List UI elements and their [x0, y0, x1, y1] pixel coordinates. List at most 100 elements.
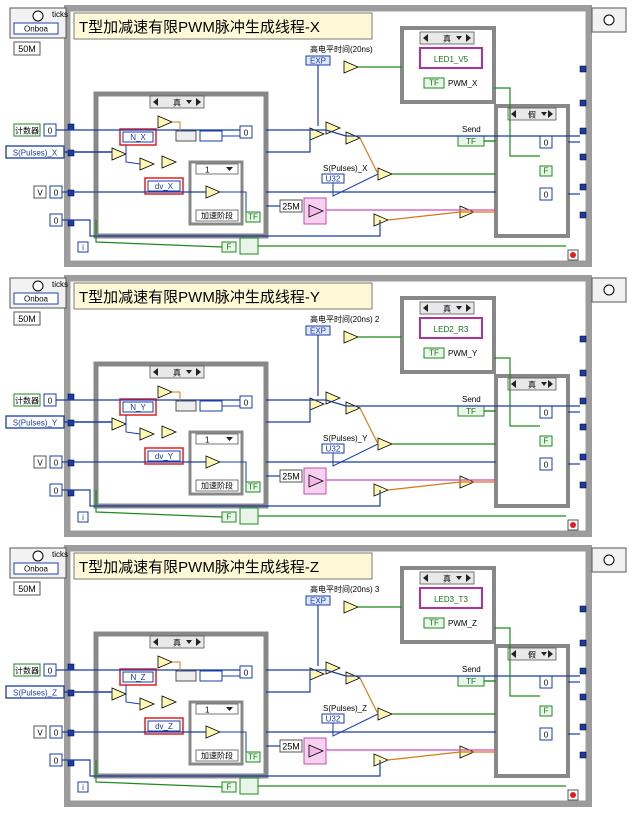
- case-prev-icon[interactable]: [423, 34, 428, 42]
- chevron-down-icon[interactable]: [541, 652, 547, 656]
- case-next-icon[interactable]: [548, 110, 553, 118]
- wire: [220, 731, 247, 752]
- onboard-label: Onboa: [24, 295, 49, 304]
- case-next-icon[interactable]: [196, 368, 201, 376]
- case-next-icon[interactable]: [466, 304, 471, 312]
- case-prev-icon[interactable]: [423, 574, 428, 582]
- u32-label: U32: [326, 175, 341, 184]
- timed-loop-frame: [64, 275, 592, 537]
- onboard-label: Onboa: [24, 565, 49, 574]
- case-prev-icon[interactable]: [153, 368, 158, 376]
- case-selector[interactable]: [149, 635, 205, 649]
- zero-constant[interactable]: [239, 125, 253, 139]
- v-label-box[interactable]: [33, 455, 47, 469]
- accel-label: 加速阶段: [201, 211, 233, 221]
- u32-label: U32: [326, 715, 341, 724]
- zero-constant[interactable]: [239, 395, 253, 409]
- case-selector[interactable]: [149, 95, 205, 109]
- case-next-icon[interactable]: [466, 34, 471, 42]
- increment-node: [111, 417, 128, 431]
- clock-rate-constant[interactable]: [13, 41, 41, 56]
- case-next-icon[interactable]: [196, 638, 201, 646]
- case-selector[interactable]: [419, 571, 475, 585]
- title-banner: [73, 552, 373, 580]
- chevron-down-icon[interactable]: [541, 112, 547, 116]
- case-label: 假: [528, 651, 536, 660]
- accel-label-box: [195, 749, 239, 762]
- wire: [494, 87, 540, 157]
- tunnel: [579, 183, 587, 191]
- f-constant-label: F: [227, 243, 232, 252]
- pwm-label: PWM_X: [448, 79, 478, 88]
- tunnel: [67, 123, 75, 131]
- case-prev-icon[interactable]: [153, 638, 158, 646]
- led-case-frame: [400, 296, 496, 374]
- case-prev-icon[interactable]: [511, 380, 516, 388]
- inner-case-selector[interactable]: [195, 433, 239, 445]
- counter-control[interactable]: [13, 393, 41, 407]
- case-selector[interactable]: [507, 647, 557, 661]
- case-selector[interactable]: [507, 107, 557, 121]
- clock-rate-constant[interactable]: [13, 311, 41, 326]
- tunnel: [67, 189, 75, 197]
- n-local[interactable]: [122, 131, 154, 143]
- v-label-box[interactable]: [33, 185, 47, 199]
- case-selector[interactable]: [507, 377, 557, 391]
- n-local[interactable]: [122, 671, 154, 683]
- case-next-icon[interactable]: [196, 98, 201, 106]
- iteration-label: i: [82, 243, 84, 252]
- chevron-down-icon[interactable]: [186, 370, 192, 374]
- select-node: [345, 671, 362, 685]
- case-label: 真: [173, 98, 181, 108]
- send-tf-label: TF: [466, 137, 476, 146]
- case-label: 真: [443, 304, 451, 314]
- zero-constant[interactable]: [239, 665, 253, 679]
- chevron-down-icon[interactable]: [226, 707, 233, 711]
- counter-control[interactable]: [13, 663, 41, 677]
- dv-highlight: [144, 447, 184, 465]
- chevron-down-icon[interactable]: [226, 167, 233, 171]
- right-bool-label: F: [544, 167, 549, 176]
- counter-label: 计数器: [15, 126, 39, 136]
- tunnel: [67, 759, 75, 767]
- case-next-icon[interactable]: [466, 574, 471, 582]
- chevron-down-icon[interactable]: [456, 576, 462, 580]
- inner-case-selector[interactable]: [195, 163, 239, 175]
- wire: [359, 407, 379, 445]
- inner-case-selector[interactable]: [195, 703, 239, 715]
- case-next-icon[interactable]: [548, 650, 553, 658]
- case-selector[interactable]: [419, 301, 475, 315]
- chevron-down-icon[interactable]: [456, 306, 462, 310]
- chevron-down-icon[interactable]: [186, 640, 192, 644]
- pwm-tf-node: [423, 617, 445, 629]
- counter-control[interactable]: [13, 123, 41, 137]
- right-case-frame: [494, 104, 570, 238]
- n-label: N_Y: [130, 403, 146, 412]
- case-prev-icon[interactable]: [511, 650, 516, 658]
- tunnel: [67, 459, 75, 467]
- case-prev-icon[interactable]: [153, 98, 158, 106]
- compare-node: [161, 425, 178, 439]
- wire: [266, 672, 311, 693]
- tf-constant: [245, 751, 261, 763]
- case-prev-icon[interactable]: [511, 110, 516, 118]
- array-indicator: [199, 670, 223, 682]
- case-prev-icon[interactable]: [423, 304, 428, 312]
- case-next-icon[interactable]: [548, 380, 553, 388]
- chevron-down-icon[interactable]: [541, 382, 547, 386]
- feedback-node: [239, 237, 259, 255]
- right-zero-constant[interactable]: [539, 727, 553, 741]
- right-zero-constant[interactable]: [539, 457, 553, 471]
- n-local[interactable]: [122, 401, 154, 413]
- right-zero-constant[interactable]: [539, 187, 553, 201]
- case-selector[interactable]: [419, 31, 475, 45]
- chevron-down-icon[interactable]: [456, 36, 462, 40]
- send-label: Send: [462, 395, 481, 404]
- v-label-box[interactable]: [33, 725, 47, 739]
- stop-icon: [570, 252, 576, 258]
- chevron-down-icon[interactable]: [186, 100, 192, 104]
- chevron-down-icon[interactable]: [226, 437, 233, 441]
- tunnel: [579, 481, 587, 489]
- case-selector[interactable]: [149, 365, 205, 379]
- clock-rate-constant[interactable]: [13, 581, 41, 596]
